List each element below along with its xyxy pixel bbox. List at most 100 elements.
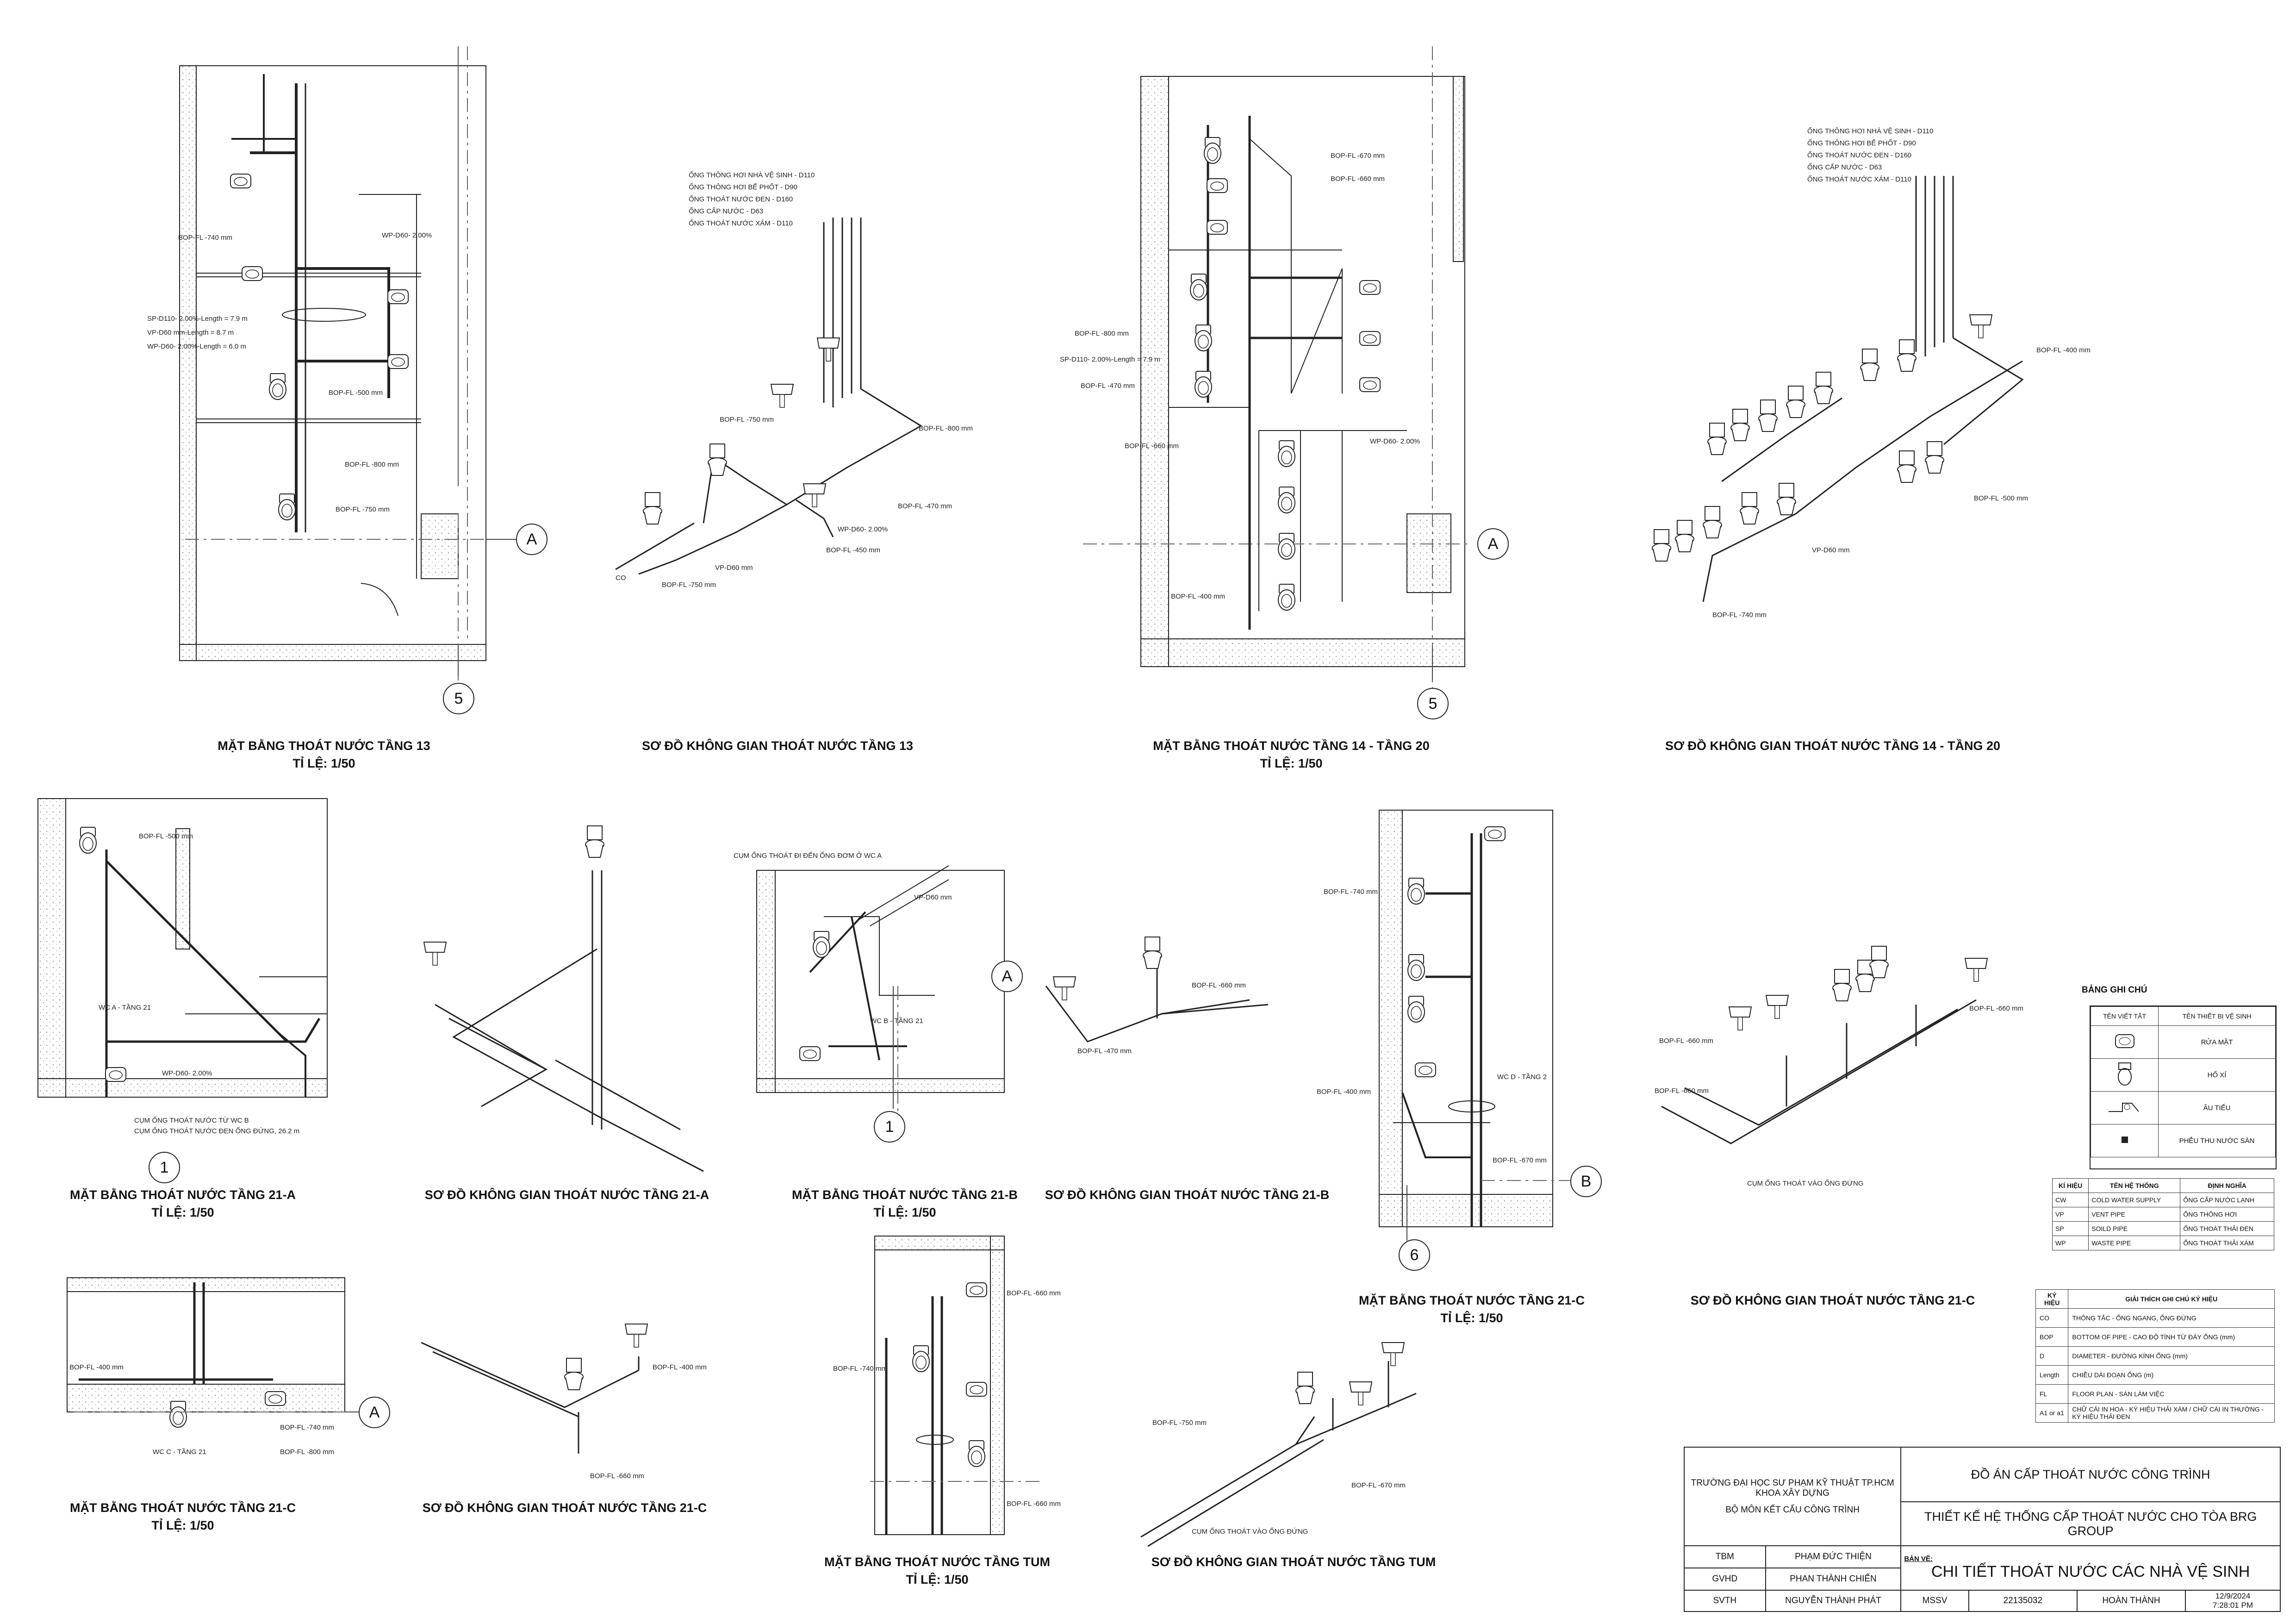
grid-label-5: 5 [1417,688,1449,719]
bop-label: BOP-FL -750 mm [336,506,390,513]
slope-label: WP-D60- 2.00% [838,525,888,533]
cum-label: CỤM ỐNG THOÁT NƯỚC ĐEN ỐNG ĐỨNG, 26.2 m [134,1127,300,1135]
table-cell: WP [2052,1236,2089,1250]
grid-label-a: A [991,961,1023,992]
table-cell: A1 or a1 [2035,1403,2069,1423]
bop-label: BOP-FL -500 mm [329,389,383,397]
table-header: TÊN HỆ THỐNG [2088,1178,2181,1193]
role-label: GVHD [1684,1568,1766,1591]
grid-label-6: 6 [1399,1239,1430,1271]
co-label: CO [616,574,626,582]
table-header: KÍ HIỆU [2052,1178,2089,1193]
person-name: PHAN THÀNH CHIẾN [1765,1568,1902,1591]
riser-label: ỐNG THÔNG HƠI BỂ PHỐT - D90 [1807,139,1916,147]
legend-item: HỐ XÍ [2158,1058,2276,1092]
table-cell: D [2035,1346,2069,1366]
project-subject: THIẾT KẾ HỆ THỐNG CẤP THOÁT NƯỚC CHO TÒA… [1900,1501,2281,1546]
riser-label: ỐNG THOÁT NƯỚC XÁM - D110 [689,219,793,227]
table-cell: FL [2035,1384,2069,1404]
riser-label: ỐNG THÔNG HƠI BỂ PHỐT - D90 [689,183,797,191]
bop-label: BOP-FL -750 mm [720,416,774,424]
cum-label: CỤM ỐNG THOÁT VÀO ỐNG ĐỨNG [1747,1180,1864,1187]
legend-item: PHỄU THU NƯỚC SÀN [2158,1124,2276,1157]
slope-label: VP-D60 mm [715,564,753,572]
bop-label: BOP-FL -400 mm [69,1363,124,1371]
bop-label: BOP-FL -500 mm [1974,494,2028,502]
table-header: KÝ HIỆU [2035,1289,2069,1309]
cum-label: CỤM ỐNG THOÁT VÀO ỐNG ĐỨNG [1192,1528,1308,1536]
table-cell: SOILD PIPE [2088,1221,2181,1236]
table-cell: Length [2035,1365,2069,1385]
toilet-icon [2090,1058,2159,1092]
table-cell: DIAMETER - ĐƯỜNG KÍNH ỐNG (mm) [2068,1346,2275,1366]
bop-label: BOP-FL -670 mm [1331,152,1385,160]
riser-label: ỐNG THOÁT NƯỚC XÁM - D110 [1807,175,1911,183]
legend-table: TÊN VIẾT TẮT TÊN THIẾT BỊ VỆ SINH RỬA MẶ… [2090,1006,2277,1169]
riser-label: ỐNG THOÁT NƯỚC ĐEN - D160 [1807,151,1912,159]
drawing-name: CHI TIẾT THOÁT NƯỚC CÁC NHÀ VỆ SINH [1931,1563,2250,1580]
room-label: WC C - TẦNG 21 [153,1448,206,1456]
mssv-label: MSSV [1900,1590,1969,1612]
bop-label: BOP-FL -670 mm [1493,1156,1547,1164]
table-cell: BOTTOM OF PIPE - CAO ĐỘ TÍNH TỪ ĐÁY ỐNG … [2068,1327,2275,1347]
bop-label: BOP-FL -800 mm [1075,330,1129,337]
riser-label: ỐNG CẤP NƯỚC - D63 [1807,163,1882,171]
grid-label-1: 1 [874,1111,905,1143]
role-label: TBM [1684,1545,1766,1568]
room-label: WC B - TẦNG 21 [870,1017,923,1025]
bop-label: BOP-FL -400 mm [1171,593,1225,600]
bop-label: BOP-FL -660 mm [1125,442,1179,450]
student-id: 22135032 [1968,1590,2078,1612]
grid-label-b: B [1570,1166,1602,1197]
legend-header: TÊN VIẾT TẮT [2090,1006,2159,1026]
bop-label: BOP-FL -660 mm [1007,1500,1061,1508]
table-cell: WASTE PIPE [2088,1236,2181,1250]
drawing-title: SƠ ĐỒ KHÔNG GIAN THOÁT NƯỚC TẦNG 14 - TẦ… [1665,739,2000,753]
room-label: WC A - TẦNG 21 [99,1004,151,1012]
bop-label: BOP-FL -470 mm [1077,1047,1132,1055]
bop-label: BOP-FL -400 mm [2036,346,2091,354]
legend-title: BẢNG GHI CHÚ [2082,985,2147,995]
cum-label: CỤM ỐNG THOÁT ĐI ĐẾN ỐNG ĐƠM Ở WC A [734,852,882,860]
legend-header: TÊN THIẾT BỊ VỆ SINH [2158,1006,2276,1026]
drawing-name-cell: BẢN VẼ: CHI TIẾT THOÁT NƯỚC CÁC NHÀ VỆ S… [1900,1545,2281,1591]
floor-drain-icon [2090,1124,2159,1157]
table-header: GIẢI THÍCH GHI CHÚ KÝ HIỆU [2068,1289,2275,1309]
person-name: NGUYỄN THÀNH PHÁT [1765,1590,1902,1612]
slope-label: VP-D60 mm [914,893,952,901]
table-cell: ỐNG CẤP NƯỚC LẠNH [2180,1193,2274,1207]
faculty-name: KHOA XÂY DỰNG [1755,1488,1829,1498]
drawing-title: SƠ ĐỒ KHÔNG GIAN THOÁT NƯỚC TẦNG TUM [1151,1555,1436,1569]
role-label: SVTH [1684,1590,1766,1612]
slope-label: WP-D60- 2.00% [382,231,432,239]
bop-label: BOP-FL -800 mm [919,425,973,432]
slope-label: WP-D60- 2.00% [162,1069,212,1077]
bop-label: BOP-FL -400 mm [1317,1088,1371,1096]
cum-label: CỤM ỐNG THOÁT NƯỚC TỪ WC B [134,1117,249,1124]
grid-label-5: 5 [443,683,474,714]
drawing-title: SƠ ĐỒ KHÔNG GIAN THOÁT NƯỚC TẦNG 21-C [1690,1293,1975,1307]
bop-label: BOP-FL -500 mm [139,832,193,840]
table-cell: COLD WATER SUPPLY [2088,1193,2181,1207]
slope-label: WP-D60- 2.00% [1370,437,1420,445]
bop-label: BOP-FL -800 mm [280,1448,334,1456]
drawing-title: SƠ ĐỒ KHÔNG GIAN THOÁT NƯỚC TẦNG 13 [642,739,913,753]
table-cell: CHỮ CÁI IN HOA - KÝ HIỆU THẢI XÁM / CHỮ … [2068,1403,2275,1423]
table-cell: FLOOR PLAN - SÀN LÀM VIỆC [2068,1384,2275,1404]
bop-label: BOP-FL -740 mm [833,1365,887,1373]
bop-label: BOP-FL -740 mm [1324,888,1378,896]
school-info: TRƯỜNG ĐẠI HỌC SƯ PHẠM KỸ THUẬT TP.HCM K… [1683,1447,1902,1546]
bop-label: BOP-FL -740 mm [280,1424,334,1431]
bop-label: BOP-FL -660 mm [1007,1289,1061,1297]
